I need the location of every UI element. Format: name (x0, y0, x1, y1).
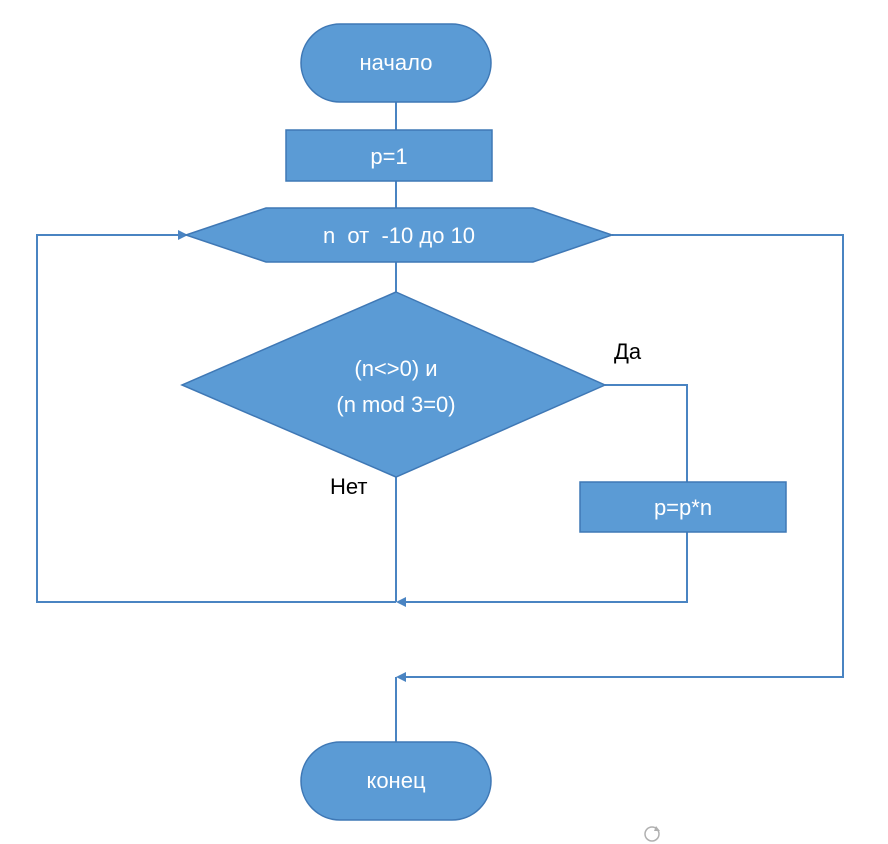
start-terminal (300, 23, 492, 103)
condition-label-line1: (n<>0) и (354, 356, 437, 381)
end-label: конец (366, 768, 425, 793)
action-process (579, 481, 787, 533)
action-label: p=p*n (654, 495, 712, 520)
loop-label: n от -10 до 10 (323, 223, 475, 248)
condition-label-line2: (n mod 3=0) (336, 392, 455, 417)
connector-loop-back (36, 230, 396, 603)
init-label: p=1 (370, 144, 407, 169)
end-terminal (300, 741, 492, 821)
connectors (36, 102, 844, 742)
start-label: начало (360, 50, 433, 75)
no-label: Нет (330, 474, 367, 499)
refresh-icon (644, 826, 660, 842)
init-process (285, 129, 493, 182)
connector-loop-exit (396, 234, 844, 682)
condition-decision (180, 291, 607, 478)
yes-label: Да (614, 339, 642, 364)
connector-yes-branch (605, 384, 688, 482)
loop-block (183, 207, 615, 263)
connector-action-to-join (396, 532, 688, 607)
